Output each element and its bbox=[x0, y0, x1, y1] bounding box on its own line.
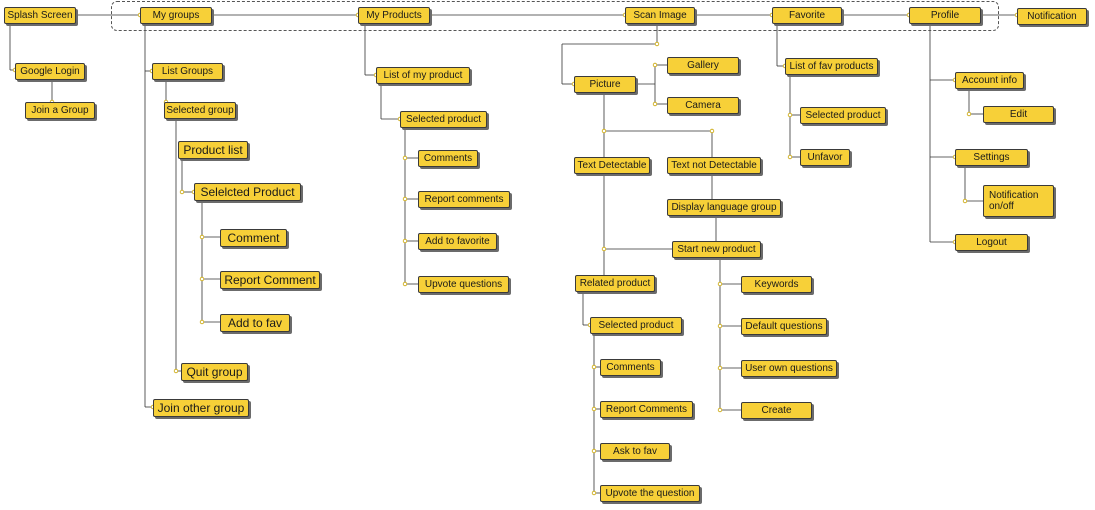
node-report-comments-mine[interactable]: Report comments bbox=[418, 191, 510, 208]
node-edit[interactable]: Edit bbox=[983, 106, 1054, 123]
node-comment-group[interactable]: Comment bbox=[220, 229, 287, 247]
connector-dot bbox=[591, 448, 597, 454]
node-settings[interactable]: Settings bbox=[955, 149, 1028, 166]
node-join-a-group[interactable]: Join a Group bbox=[25, 102, 95, 119]
node-camera[interactable]: Camera bbox=[667, 97, 739, 114]
node-splash-screen[interactable]: Splash Screen bbox=[4, 7, 76, 24]
connector-dot bbox=[962, 198, 968, 204]
connector-dot bbox=[402, 238, 408, 244]
node-notification[interactable]: Notification bbox=[1017, 8, 1087, 25]
node-default-questions[interactable]: Default questions bbox=[741, 318, 827, 335]
connector-dot bbox=[402, 196, 408, 202]
connector-dot bbox=[199, 276, 205, 282]
connector-dot bbox=[717, 281, 723, 287]
connector-dot bbox=[717, 323, 723, 329]
node-comments-mine[interactable]: Comments bbox=[418, 150, 478, 167]
connector-dot bbox=[601, 128, 607, 134]
connector-dot bbox=[654, 41, 660, 47]
node-account-info[interactable]: Account info bbox=[955, 72, 1024, 89]
node-selected-product-mine[interactable]: Selected product bbox=[400, 111, 487, 128]
connector-dot bbox=[787, 154, 793, 160]
node-join-other-group[interactable]: Join other group bbox=[153, 399, 249, 417]
connector-dot bbox=[402, 155, 408, 161]
node-selected-product-group[interactable]: Selelcted Product bbox=[194, 183, 301, 201]
connector-dot bbox=[173, 368, 179, 374]
connector-dot bbox=[591, 406, 597, 412]
node-picture[interactable]: Picture bbox=[574, 76, 636, 93]
node-report-comment-group[interactable]: Report Comment bbox=[220, 271, 320, 289]
node-text-not-detectable[interactable]: Text not Detectable bbox=[667, 157, 761, 174]
node-user-own-questions[interactable]: User own questions bbox=[741, 360, 837, 377]
node-upvote-the-question[interactable]: Upvote the question bbox=[600, 485, 700, 502]
node-profile[interactable]: Profile bbox=[909, 7, 981, 24]
node-add-to-fav-group[interactable]: Add to fav bbox=[220, 314, 290, 332]
connector-dot bbox=[591, 364, 597, 370]
node-upvote-questions-mine[interactable]: Upvote questions bbox=[418, 276, 509, 293]
node-keywords[interactable]: Keywords bbox=[741, 276, 812, 293]
node-related-product[interactable]: Related product bbox=[575, 275, 655, 292]
node-selected-group[interactable]: Selected group bbox=[164, 102, 236, 119]
node-ask-to-fav[interactable]: Ask to fav bbox=[600, 443, 670, 460]
connector-dot bbox=[199, 319, 205, 325]
connector-dot bbox=[787, 112, 793, 118]
connector-dot bbox=[966, 111, 972, 117]
node-favorite[interactable]: Favorite bbox=[772, 7, 842, 24]
node-my-groups[interactable]: My groups bbox=[140, 7, 212, 24]
connector-dot bbox=[402, 281, 408, 287]
connector-dot bbox=[179, 189, 185, 195]
node-selected-product-fav[interactable]: Selected product bbox=[800, 107, 886, 124]
connector-dot bbox=[717, 407, 723, 413]
connector-dot bbox=[709, 128, 715, 134]
node-list-groups[interactable]: List Groups bbox=[152, 63, 223, 80]
connector-dot bbox=[652, 62, 658, 68]
node-quit-group[interactable]: Quit group bbox=[181, 363, 248, 381]
main-nav-group-frame bbox=[111, 1, 999, 31]
node-display-language-group[interactable]: Display language group bbox=[667, 199, 781, 216]
node-selected-product-scan[interactable]: Selected product bbox=[590, 317, 682, 334]
node-product-list[interactable]: Product list bbox=[178, 141, 248, 159]
node-add-to-favorite-mine[interactable]: Add to favorite bbox=[418, 233, 497, 250]
node-comments-scan[interactable]: Comments bbox=[600, 359, 661, 376]
connector-dot bbox=[717, 365, 723, 371]
node-google-login[interactable]: Google Login bbox=[15, 63, 85, 80]
node-logout[interactable]: Logout bbox=[955, 234, 1028, 251]
connector-dot bbox=[199, 234, 205, 240]
node-list-of-fav-products[interactable]: List of fav products bbox=[785, 58, 878, 75]
node-notification-on-off[interactable]: Notification on/off bbox=[983, 185, 1054, 217]
node-scan-image[interactable]: Scan Image bbox=[625, 7, 695, 24]
node-report-comments-scan[interactable]: Report Comments bbox=[600, 401, 693, 418]
node-list-of-my-product[interactable]: List of my product bbox=[376, 67, 470, 84]
connector-dot bbox=[591, 490, 597, 496]
node-my-products[interactable]: My Products bbox=[358, 7, 430, 24]
connector-dot bbox=[652, 101, 658, 107]
node-gallery[interactable]: Gallery bbox=[667, 57, 739, 74]
node-text-detectable[interactable]: Text Detectable bbox=[574, 157, 650, 174]
connector-dot bbox=[601, 246, 607, 252]
node-start-new-product[interactable]: Start new product bbox=[672, 241, 761, 258]
node-unfavor[interactable]: Unfavor bbox=[800, 149, 850, 166]
node-create[interactable]: Create bbox=[741, 402, 812, 419]
